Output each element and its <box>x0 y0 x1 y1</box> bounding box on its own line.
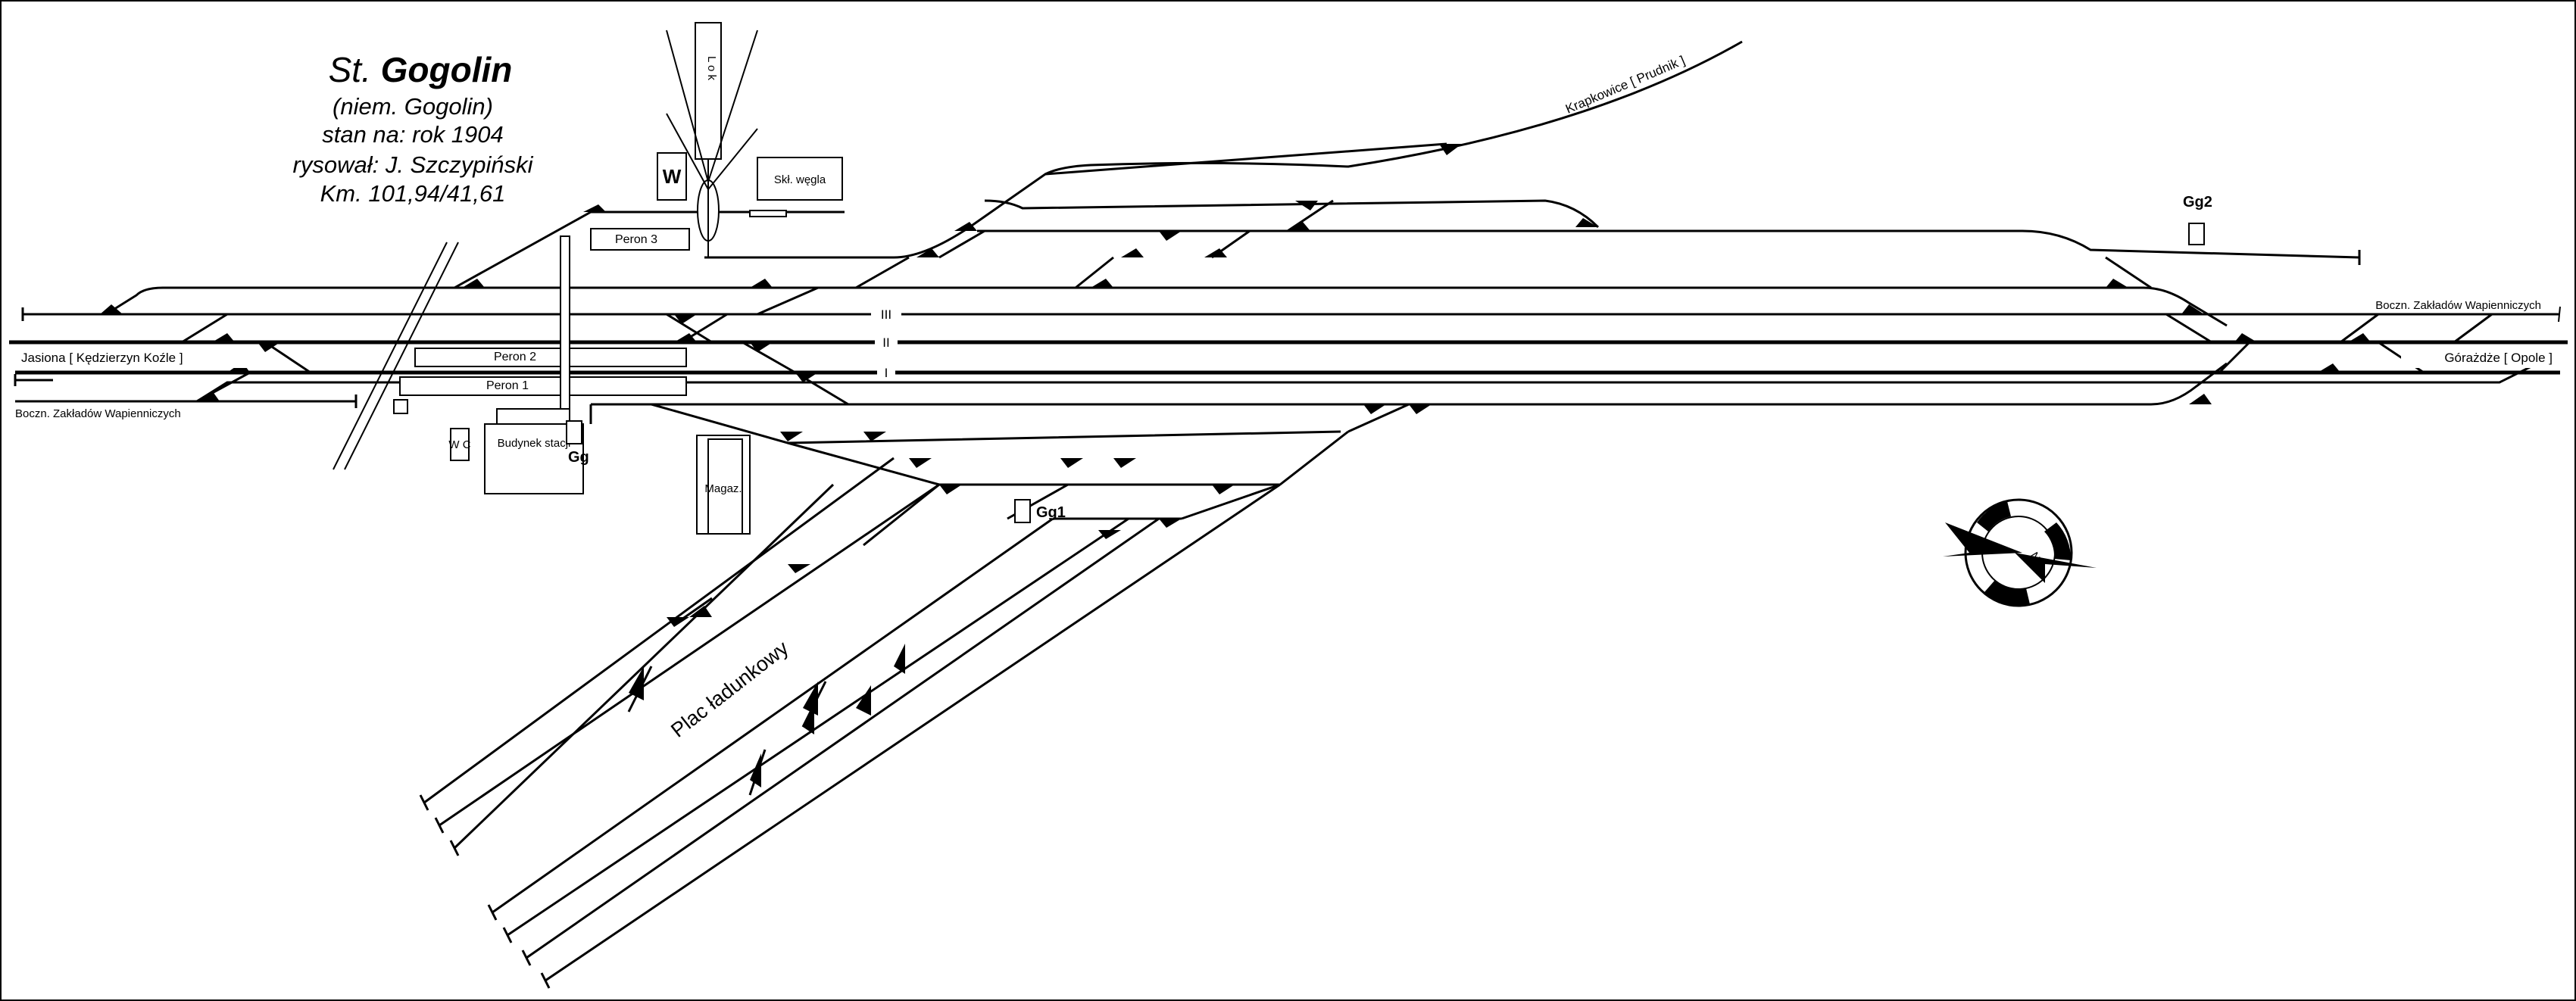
track-to-krapkowice <box>704 40 1743 259</box>
platform-2-label: Peron 2 <box>494 351 536 363</box>
track-number-II: II <box>882 335 889 350</box>
signal-boxes: Gg Gg1 Gg2 <box>566 194 2212 523</box>
yard-track-4 <box>492 517 1054 914</box>
compass-arrow-right <box>2015 553 2097 583</box>
title-kilometer: Km. 101,94/41,61 <box>320 180 506 207</box>
track-south-loop <box>591 362 2228 406</box>
water-tower-label: W <box>663 165 682 188</box>
warehouse-label: Magaz. <box>704 482 742 495</box>
yard-track-2 <box>439 483 940 827</box>
wc-label: W C <box>448 438 470 451</box>
platform-1-label: Peron 1 <box>486 379 529 392</box>
north-tracks <box>704 40 2561 374</box>
title-block: St. Gogolin (niem. Gogolin) stan na: rok… <box>293 50 534 207</box>
platform-2 <box>414 348 687 367</box>
signal-box-gg2-icon <box>2188 223 2205 245</box>
main-tracks <box>9 286 2568 424</box>
track-north-outer <box>105 286 2228 327</box>
track-to-shed <box>454 210 592 289</box>
siding-label-west: Boczn. Zakładów Wapienniczych <box>15 407 181 420</box>
compass-arrow-left <box>1943 522 2022 557</box>
compass: N <box>1943 498 2097 607</box>
yard-track-6 <box>526 517 1160 959</box>
signal-box-gg-label: Gg <box>568 449 589 466</box>
siding-label-east: Boczn. Zakładów Wapienniczych <box>2375 299 2541 312</box>
water-tower <box>657 152 687 201</box>
coal-storage <box>757 157 843 201</box>
platforms: Peron 3 Peron 2 Peron 1 <box>399 228 690 457</box>
buildings: W L o k Skł. węgla Budynek stacji W C Ma… <box>393 22 843 535</box>
signal-box-gg-icon <box>566 420 582 444</box>
road-overpass <box>333 242 459 470</box>
signal-box-gg1-label: Gg1 <box>1036 504 1066 521</box>
signal-box-gg2-label: Gg2 <box>2183 194 2212 210</box>
title-state-year: stan na: rok 1904 <box>322 121 504 148</box>
yard-track-5 <box>507 517 1129 937</box>
station-title: St. Gogolin <box>329 50 513 89</box>
track-north-3 <box>977 229 2360 259</box>
direction-west: Jasiona [ Kędzierzyn Koźle ] <box>21 351 183 365</box>
station-building-label: Budynek stacji <box>498 437 571 450</box>
west-crossovers <box>181 210 849 406</box>
yard-track-7 <box>545 483 1281 982</box>
coal-storage-label: Skł. węgla <box>774 173 826 186</box>
track-numbers: III II I <box>871 307 901 380</box>
track-number-I: I <box>885 366 888 380</box>
wc <box>450 428 470 461</box>
loco-shed <box>695 22 722 160</box>
platform-1 <box>399 376 687 396</box>
direction-east: Górażdże [ Opole ] <box>2444 351 2553 365</box>
signal-box-gg1-icon <box>1014 499 1031 523</box>
well-icon <box>393 399 408 414</box>
coal-ramp <box>749 210 787 217</box>
platform-3 <box>590 228 690 251</box>
track-north-2 <box>984 199 1600 229</box>
platform-3-label: Peron 3 <box>615 233 657 246</box>
loco-shed-label: L o k <box>705 56 718 80</box>
loading-yard-tracks <box>419 403 1410 989</box>
track-number-III: III <box>881 307 891 322</box>
yard-track-1 <box>423 457 895 804</box>
title-author: rysował: J. Szczypiński <box>293 151 534 178</box>
title-german-name: (niem. Gogolin) <box>333 93 493 120</box>
switch-markers <box>100 144 2371 787</box>
